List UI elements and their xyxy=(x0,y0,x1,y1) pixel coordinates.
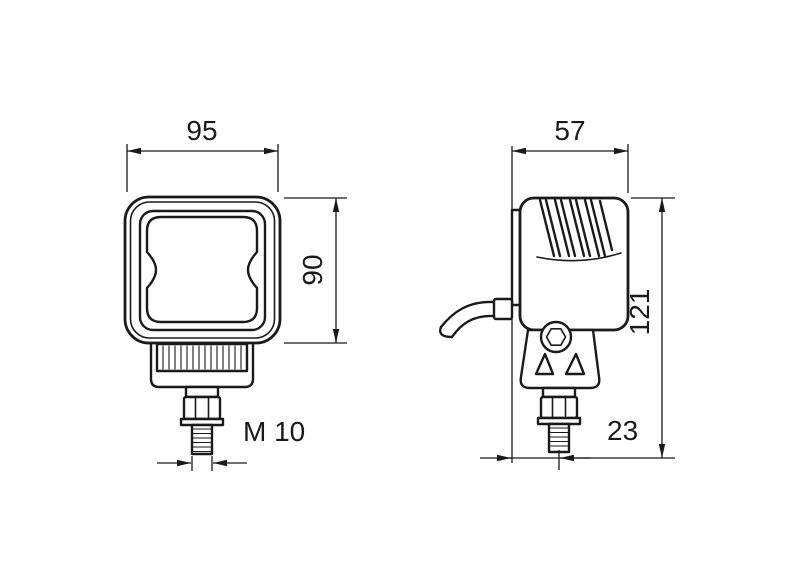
dimension-side-depth: 57 xyxy=(511,115,629,463)
dimension-side-height: 121 xyxy=(505,197,675,459)
dim-label-thread: M 10 xyxy=(243,416,305,447)
fin-line xyxy=(553,198,571,258)
side-view: 57 121 23 xyxy=(438,115,675,470)
lens-outline xyxy=(138,209,267,332)
dimension-front-width: 95 xyxy=(126,115,279,192)
fin-line xyxy=(544,198,562,258)
thread-lines xyxy=(191,428,213,453)
dim-label-side-depth: 57 xyxy=(554,115,585,146)
fin-line xyxy=(598,199,614,252)
bracket-hole xyxy=(564,352,586,376)
bracket-hole xyxy=(534,352,555,376)
dimension-bolt-offset: 23 xyxy=(480,415,638,470)
cable-end-cap xyxy=(438,325,454,339)
fin-boundary xyxy=(536,252,622,262)
stud-neck xyxy=(541,386,577,399)
pivot-bolt xyxy=(539,320,573,354)
thread-lines xyxy=(548,427,570,447)
fin-line xyxy=(589,198,607,258)
mounting-stud-side xyxy=(536,386,582,454)
heatsink-fins xyxy=(162,345,242,370)
mounting-stud-front xyxy=(179,385,225,456)
fin-line xyxy=(538,198,556,258)
fin-line xyxy=(583,198,601,258)
heatsink-fins-side xyxy=(536,198,622,262)
lamp-body-inner-contour xyxy=(129,201,276,339)
fin-line xyxy=(574,198,592,258)
cable-assembly xyxy=(438,297,514,339)
dim-label-bolt-offset: 23 xyxy=(607,415,638,446)
dimension-front-height: 90 xyxy=(284,197,347,344)
dimension-thread: M 10 xyxy=(157,416,305,471)
connector xyxy=(492,297,514,321)
dim-label-front-width: 95 xyxy=(186,115,217,146)
dim-label-side-height: 121 xyxy=(624,289,655,336)
heatsink-outline xyxy=(155,342,249,373)
stud-neck xyxy=(184,385,220,399)
optic-shape xyxy=(145,215,259,324)
front-view: 95 90 M 10 xyxy=(123,115,347,471)
fin-line xyxy=(559,198,577,258)
dim-label-front-height: 90 xyxy=(297,254,328,285)
cable-outline-bottom xyxy=(450,314,496,339)
hex-nut xyxy=(182,395,222,421)
hex-nut xyxy=(539,395,579,420)
fin-line xyxy=(568,198,586,258)
pivot-hex-head xyxy=(545,327,567,347)
cable-outline-top xyxy=(439,300,496,329)
mounting-bracket-front xyxy=(149,341,255,389)
